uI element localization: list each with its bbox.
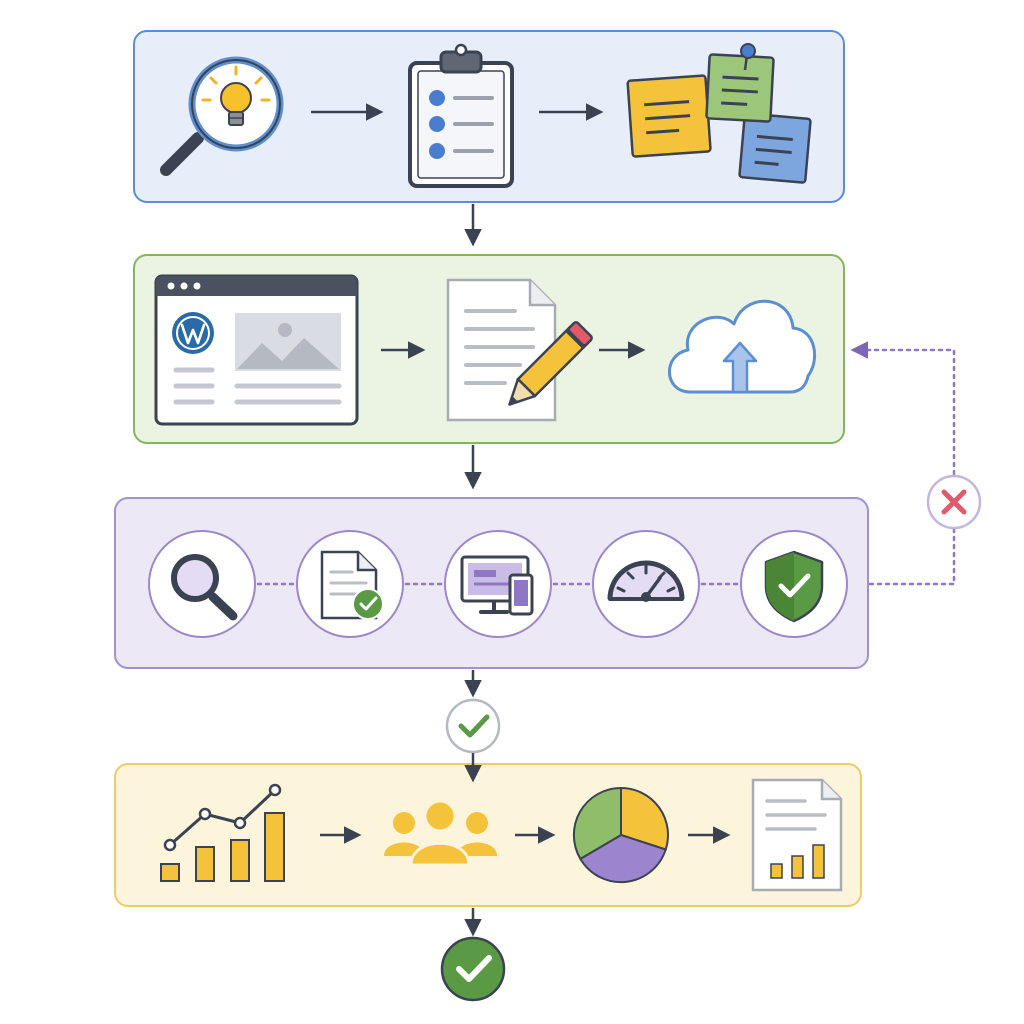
pie-chart-icon <box>572 786 669 884</box>
wordpress-browser-icon <box>154 274 359 426</box>
speed-gauge-icon <box>607 560 685 602</box>
audience-icon <box>384 799 497 867</box>
security-shield-icon <box>764 550 824 623</box>
fail-x-icon <box>926 474 982 530</box>
sticky-notes-icon <box>626 43 812 184</box>
loop-back-line-upper <box>850 341 956 476</box>
magnifier-lightbulb-icon <box>160 56 284 176</box>
test-circle-gauge <box>592 530 700 638</box>
cloud-upload-icon <box>668 299 817 394</box>
stage-measure-panel <box>114 763 862 907</box>
search-icon <box>171 554 238 621</box>
pass-check-icon <box>445 698 501 754</box>
final-success-check-icon <box>440 936 506 1002</box>
loop-back-line-lower <box>868 526 956 586</box>
document-approved-icon <box>320 550 384 620</box>
report-icon <box>751 778 843 892</box>
document-pencil-icon <box>446 278 593 422</box>
responsive-devices-icon <box>460 555 534 616</box>
checklist-clipboard-icon <box>408 43 514 188</box>
growth-chart-icon <box>160 783 285 882</box>
